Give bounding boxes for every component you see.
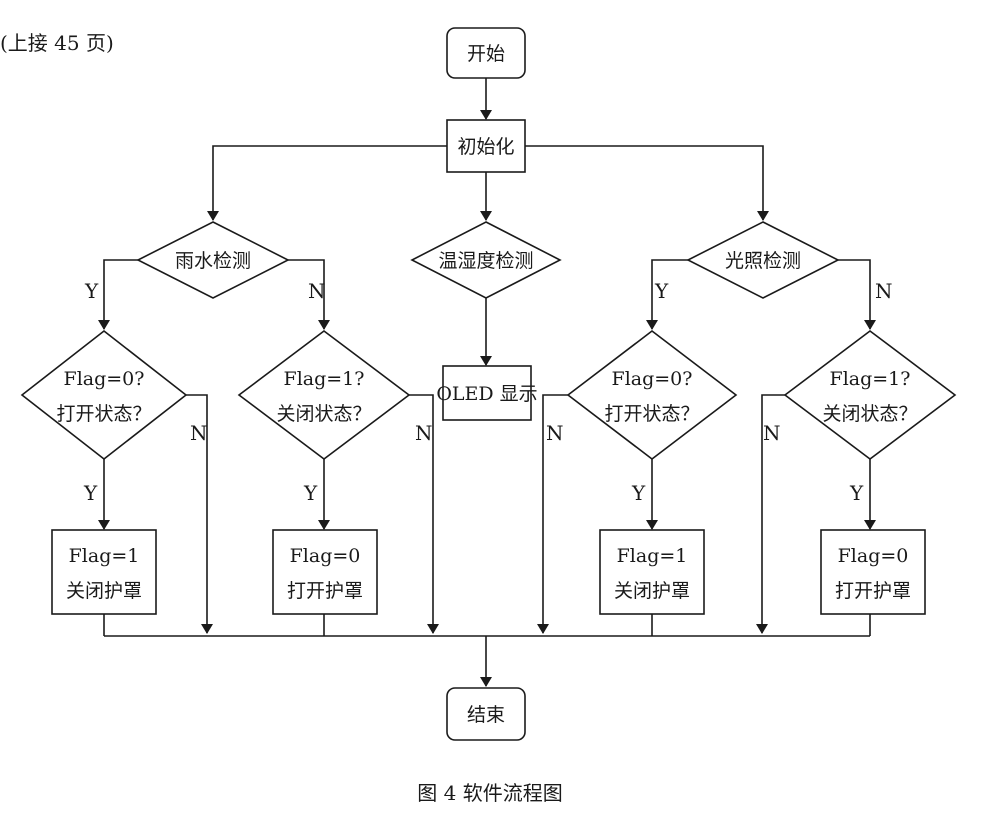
rain-close-flag-label: Flag=1 [69,545,140,567]
light-open-cover-flag-label: Flag=0 [838,545,909,567]
temp-humidity-label: 温湿度检测 [438,250,533,272]
light-yes-label: Y [654,279,669,303]
rain-detect-label: 雨水检测 [175,250,251,272]
light-closed-state-decision [783,329,957,461]
light-open-state-decision [566,329,738,461]
rain-open-yes-label: Y [83,481,98,505]
page-continuation-note: (上接 45 页) [0,31,114,55]
rain-close-cover-box [51,529,157,615]
arrow-rain-open-no [186,394,213,634]
rain-open-state-label: 打开状态？ [56,403,151,425]
rain-closed-flag-label: Flag=1? [284,368,365,390]
arrow-light-yes [646,259,688,330]
rain-open-cover-label: 打开护罩 [287,580,363,602]
rain-close-cover-label: 关闭护罩 [66,580,142,602]
figure-caption: 图 4 软件流程图 [417,781,562,805]
light-close-cover-box [599,529,705,615]
rain-open-no-label: N [190,421,208,445]
light-close-flag-label: Flag=1 [617,545,688,567]
arrow-light-no [838,259,876,330]
rain-no-label: N [308,279,326,303]
light-no-label: N [875,279,893,303]
light-open-cover-box [820,529,926,615]
arrow-init-light [525,145,769,221]
rain-detect-decision [136,221,290,299]
light-open-flag-label: Flag=0? [612,368,693,390]
light-open-no-label: N [546,421,564,445]
arrow-light-closed-no [756,394,785,634]
rain-open-state-decision [20,329,188,461]
light-open-cover-label: 打开护罩 [835,580,911,602]
init-label: 初始化 [457,136,514,158]
light-closed-state-label: 关闭状态？ [822,403,917,425]
rain-closed-state-decision [237,329,411,461]
light-closed-flag-label: Flag=1? [830,368,911,390]
rain-yes-label: Y [84,279,99,303]
light-close-cover-label: 关闭护罩 [614,580,690,602]
start-label: 开始 [467,43,505,65]
rain-closed-state-label: 关闭状态？ [276,403,371,425]
rain-open-cover-flag-label: Flag=0 [290,545,361,567]
light-open-yes-label: Y [631,481,646,505]
init-box [446,119,526,173]
rain-open-flag-label: Flag=0? [64,368,145,390]
light-detect-label: 光照检测 [725,250,801,272]
arrow-rain-yes [98,259,138,330]
oled-display-label: OLED 显示 [436,383,537,405]
oled-display-box [442,365,532,421]
light-closed-no-label: N [763,421,781,445]
arrow-init-rain [207,145,447,221]
rain-open-cover-box [272,529,378,615]
arrow-rain-no [288,259,330,330]
rain-closed-yes-label: Y [303,481,318,505]
light-detect-decision [686,221,840,299]
end-label: 结束 [467,704,505,726]
light-closed-yes-label: Y [849,481,864,505]
arrow-light-open-no [537,394,568,634]
arrow-rain-closed-no [409,394,439,634]
end-terminal [446,687,526,741]
light-open-state-label: 打开状态？ [604,403,699,425]
rain-closed-no-label: N [415,421,433,445]
